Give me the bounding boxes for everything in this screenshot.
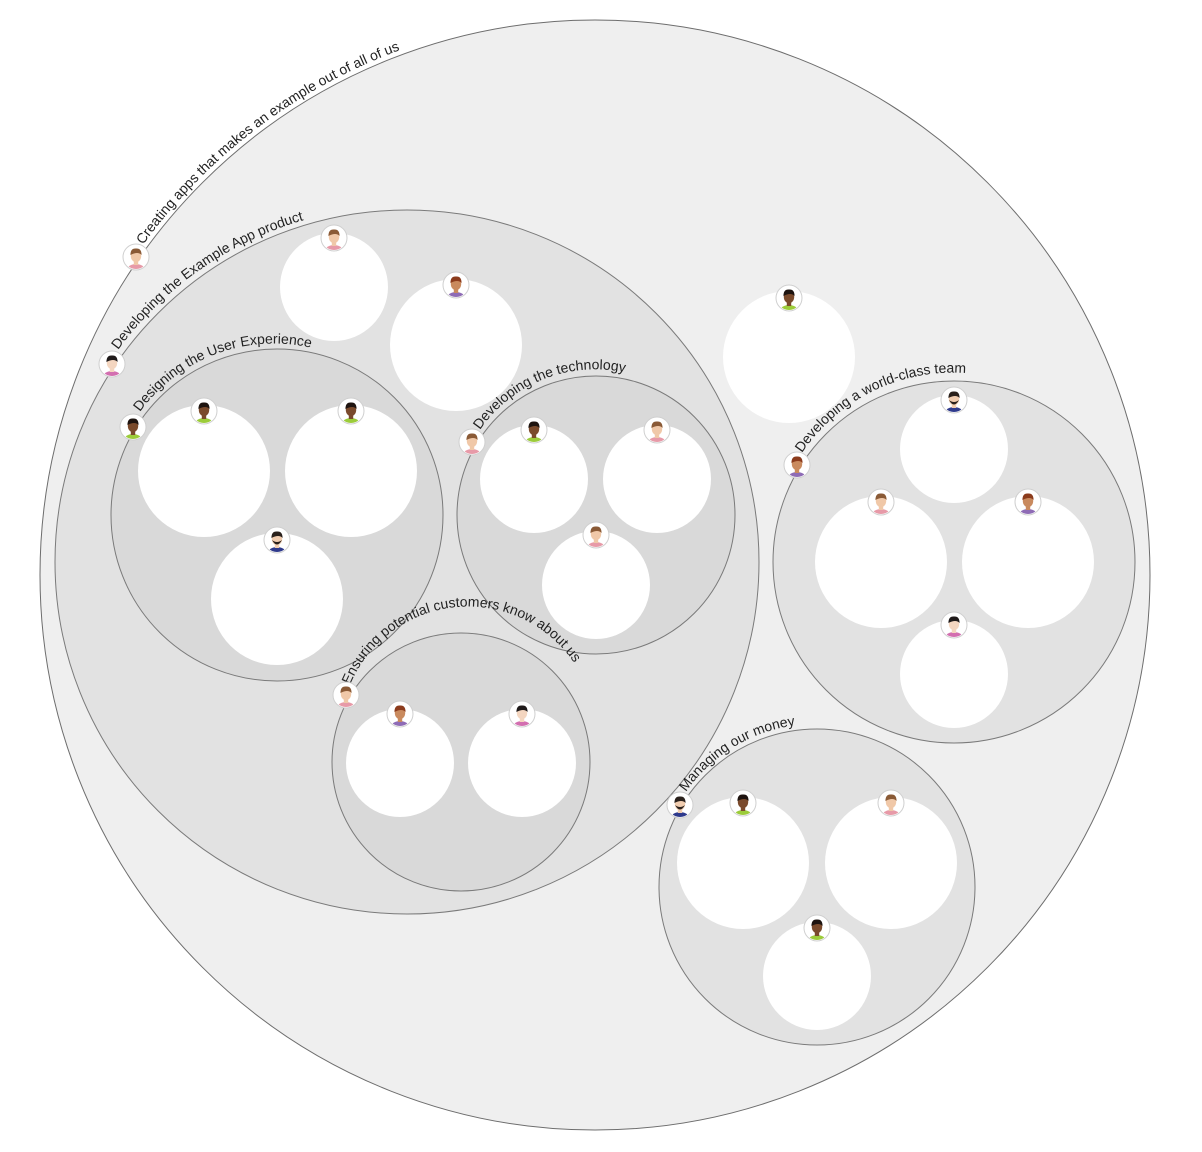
role-circle[interactable]: [542, 531, 650, 639]
role-circle[interactable]: [723, 291, 855, 423]
role-circle[interactable]: [390, 279, 522, 411]
role-avatar[interactable]: [643, 416, 671, 449]
lead-avatar-money[interactable]: [666, 791, 694, 824]
role-circle[interactable]: [962, 496, 1094, 628]
role-circle[interactable]: [677, 797, 809, 929]
role-circle[interactable]: [603, 425, 711, 533]
circle-marketing-shape[interactable]: [331, 632, 591, 892]
role-avatar[interactable]: [940, 386, 968, 419]
role-circle[interactable]: [280, 233, 388, 341]
role-circle[interactable]: [211, 533, 343, 665]
lead-avatar-ux[interactable]: [119, 413, 147, 446]
role-avatar[interactable]: [877, 789, 905, 822]
role-circle[interactable]: [480, 425, 588, 533]
role-circles: [138, 233, 1094, 1030]
avatars: [98, 224, 1042, 947]
lead-avatar-root[interactable]: [122, 243, 150, 276]
role-circle[interactable]: [815, 496, 947, 628]
role-avatar[interactable]: [320, 224, 348, 257]
role-avatar[interactable]: [803, 914, 831, 947]
role-avatar[interactable]: [775, 284, 803, 317]
role-circle[interactable]: [900, 395, 1008, 503]
role-avatar[interactable]: [442, 271, 470, 304]
role-avatar[interactable]: [337, 397, 365, 430]
role-avatar[interactable]: [582, 521, 610, 554]
role-circle[interactable]: [900, 620, 1008, 728]
lead-avatar-tech[interactable]: [458, 428, 486, 461]
role-circle[interactable]: [138, 405, 270, 537]
circle-team-shape[interactable]: [772, 380, 1136, 744]
role-circle[interactable]: [468, 709, 576, 817]
lead-avatar-team[interactable]: [783, 451, 811, 484]
role-avatar[interactable]: [729, 789, 757, 822]
role-avatar[interactable]: [386, 700, 414, 733]
role-avatar[interactable]: [508, 700, 536, 733]
role-avatar[interactable]: [867, 488, 895, 521]
lead-avatar-product[interactable]: [98, 350, 126, 383]
role-avatar[interactable]: [263, 526, 291, 559]
role-avatar[interactable]: [1014, 488, 1042, 521]
lead-avatar-marketing[interactable]: [332, 681, 360, 714]
role-avatar[interactable]: [940, 611, 968, 644]
role-avatar[interactable]: [190, 397, 218, 430]
role-circle[interactable]: [285, 405, 417, 537]
role-avatar[interactable]: [520, 416, 548, 449]
role-circle[interactable]: [763, 922, 871, 1030]
role-circle[interactable]: [346, 709, 454, 817]
role-circle[interactable]: [825, 797, 957, 929]
